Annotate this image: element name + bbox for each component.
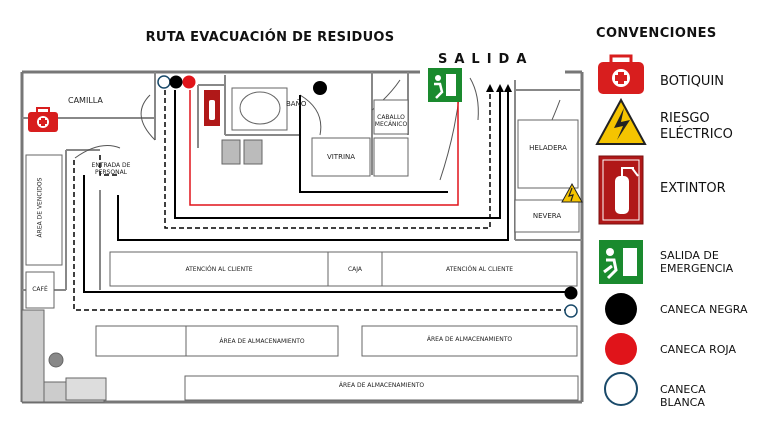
red-route: [189, 90, 459, 206]
white-bin-plan-2: [564, 304, 578, 318]
route-arrows: [486, 84, 512, 92]
room-almacenamiento-2: ÁREA DE ALMACENAMIENTO: [426, 336, 513, 343]
room-caja: CAJA: [347, 266, 363, 273]
electrical-hazard-icon: [595, 97, 647, 145]
room-vencidos: ÁREA DE VENCIDOS: [36, 177, 44, 238]
white-bin-icon: [604, 372, 638, 406]
legend-label-white-bin: CANECA BLANCA: [660, 383, 706, 409]
room-vitrina: VITRINA: [326, 153, 356, 161]
emergency-exit-icon: [599, 240, 643, 284]
room-bano: BAÑO: [286, 100, 307, 108]
legend-label-exit: SALIDA DE EMERGENCIA: [660, 249, 734, 275]
electrical-hazard-icon-plan: [561, 182, 583, 203]
room-almacenamiento-3: ÁREA DE ALMACENAMIENTO: [338, 382, 425, 389]
legend-label-extinguisher: EXTINTOR: [660, 181, 726, 196]
page-title: RUTA EVACUACIÓN DE RESIDUOS: [145, 30, 395, 45]
first-aid-icon-plan: [28, 107, 58, 132]
fire-extinguisher-icon-plan: [204, 90, 220, 126]
legend-label-first-aid: BOTIQUIN: [660, 74, 725, 89]
room-almacenamiento-1: ÁREA DE ALMACENAMIENTO: [219, 338, 305, 345]
legend-title: CONVENCIONES: [596, 26, 717, 41]
dashed-route: [73, 90, 565, 311]
first-aid-icon: [598, 54, 644, 94]
black-bin-plan-3: [564, 286, 578, 300]
room-heladera: HELADERA: [529, 144, 567, 152]
red-bin-icon: [605, 333, 637, 365]
red-bin-plan: [182, 75, 196, 89]
room-entrada: ENTRADA DE PERSONAL: [91, 162, 131, 176]
black-route: [83, 90, 565, 293]
exit-label: SALIDA: [438, 52, 534, 67]
fire-extinguisher-icon: [598, 155, 644, 225]
room-camilla: CAMILLA: [68, 96, 103, 105]
emergency-exit-icon-plan: [428, 68, 462, 102]
legend-label-electrical: RIESGO ELÉCTRICO: [660, 111, 733, 142]
black-bin-plan: [169, 75, 183, 89]
black-bin-plan-2: [313, 81, 327, 95]
furniture: [21, 87, 580, 403]
room-caballo: CABALLO MECÁNICO: [374, 114, 408, 128]
legend-label-red-bin: CANECA ROJA: [660, 343, 736, 356]
room-nevera: NEVERA: [532, 212, 562, 220]
room-atencion-1: ATENCIÓN AL CLIENTE: [185, 266, 253, 273]
black-bin-icon: [605, 293, 637, 325]
room-cafe: CAFÉ: [32, 286, 48, 293]
legend-label-black-bin: CANECA NEGRA: [660, 303, 748, 316]
white-bin-plan: [157, 75, 171, 89]
room-atencion-2: ATENCIÓN AL CLIENTE: [445, 266, 514, 273]
